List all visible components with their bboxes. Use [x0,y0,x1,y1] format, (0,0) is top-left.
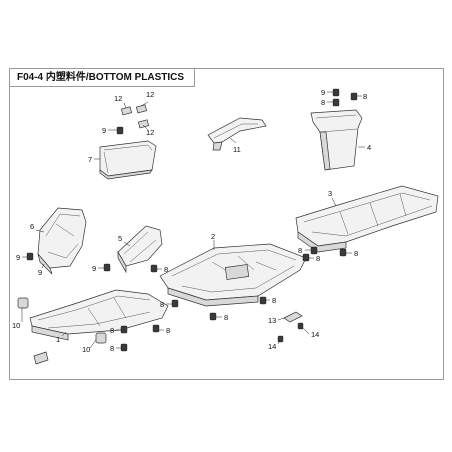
callout-8: 8 [316,254,320,263]
callout-9: 9 [16,253,20,262]
callout-9: 9 [92,264,96,273]
callout-9: 9 [38,268,42,277]
bolt-9-part5 [103,263,111,272]
brand-mark-icon [33,351,49,365]
callout-4: 4 [367,143,371,152]
part-10-grommet [17,297,107,344]
part-3-panel [295,185,439,253]
callout-9: 9 [321,88,325,97]
callout-12: 12 [146,90,154,99]
part-5-bracket [117,225,163,274]
callout-8: 8 [321,98,325,107]
callout-labels: 7 9 12 12 12 11 9 8 8 4 3 8 8 6 9 9 5 9 … [12,88,371,354]
part-11-bracket [207,117,267,151]
callout-8: 8 [110,326,114,335]
callout-8: 8 [110,344,114,353]
part-4-bin [310,109,363,171]
callout-10: 10 [82,345,90,354]
bolt-8-part5 [150,264,158,273]
callout-8: 8 [354,249,358,258]
bolt-9-bracket [26,252,34,261]
callout-8: 8 [298,246,302,255]
bolt-8-front [120,324,160,352]
callout-14: 14 [268,342,276,351]
callout-8: 8 [224,313,228,322]
leader-lines [21,91,365,349]
callout-8: 8 [363,92,367,101]
bolt-14 [277,322,304,343]
bolt-9-bin [332,88,358,107]
bolt-9-tray [116,126,124,135]
callout-13: 13 [268,316,276,325]
callout-8: 8 [272,296,276,305]
callout-10: 10 [12,321,20,330]
callout-3: 3 [328,189,332,198]
callout-2: 2 [211,232,215,241]
callout-8: 8 [166,326,170,335]
callout-9: 9 [102,126,106,135]
callout-12: 12 [146,128,154,137]
callout-8: 8 [160,300,164,309]
callout-14: 14 [311,330,319,339]
callout-1: 1 [56,335,60,344]
bolt-8-panel [310,246,347,257]
callout-7: 7 [88,155,92,164]
part-2-skid-plate [159,243,307,307]
callout-5: 5 [118,234,122,243]
part-1-front-plate [29,289,169,341]
diagram-title: F04-4 内塑料件/BOTTOM PLASTICS [10,69,196,87]
callout-12: 12 [114,94,122,103]
callout-11: 11 [233,145,241,154]
part-6-bracket [37,207,87,275]
bolt-8-skid [171,253,310,321]
part-7-tray [99,140,157,180]
part-13-clip [283,311,303,323]
callout-8: 8 [164,265,168,274]
part-12-clips [120,104,150,129]
callout-6: 6 [30,222,34,231]
